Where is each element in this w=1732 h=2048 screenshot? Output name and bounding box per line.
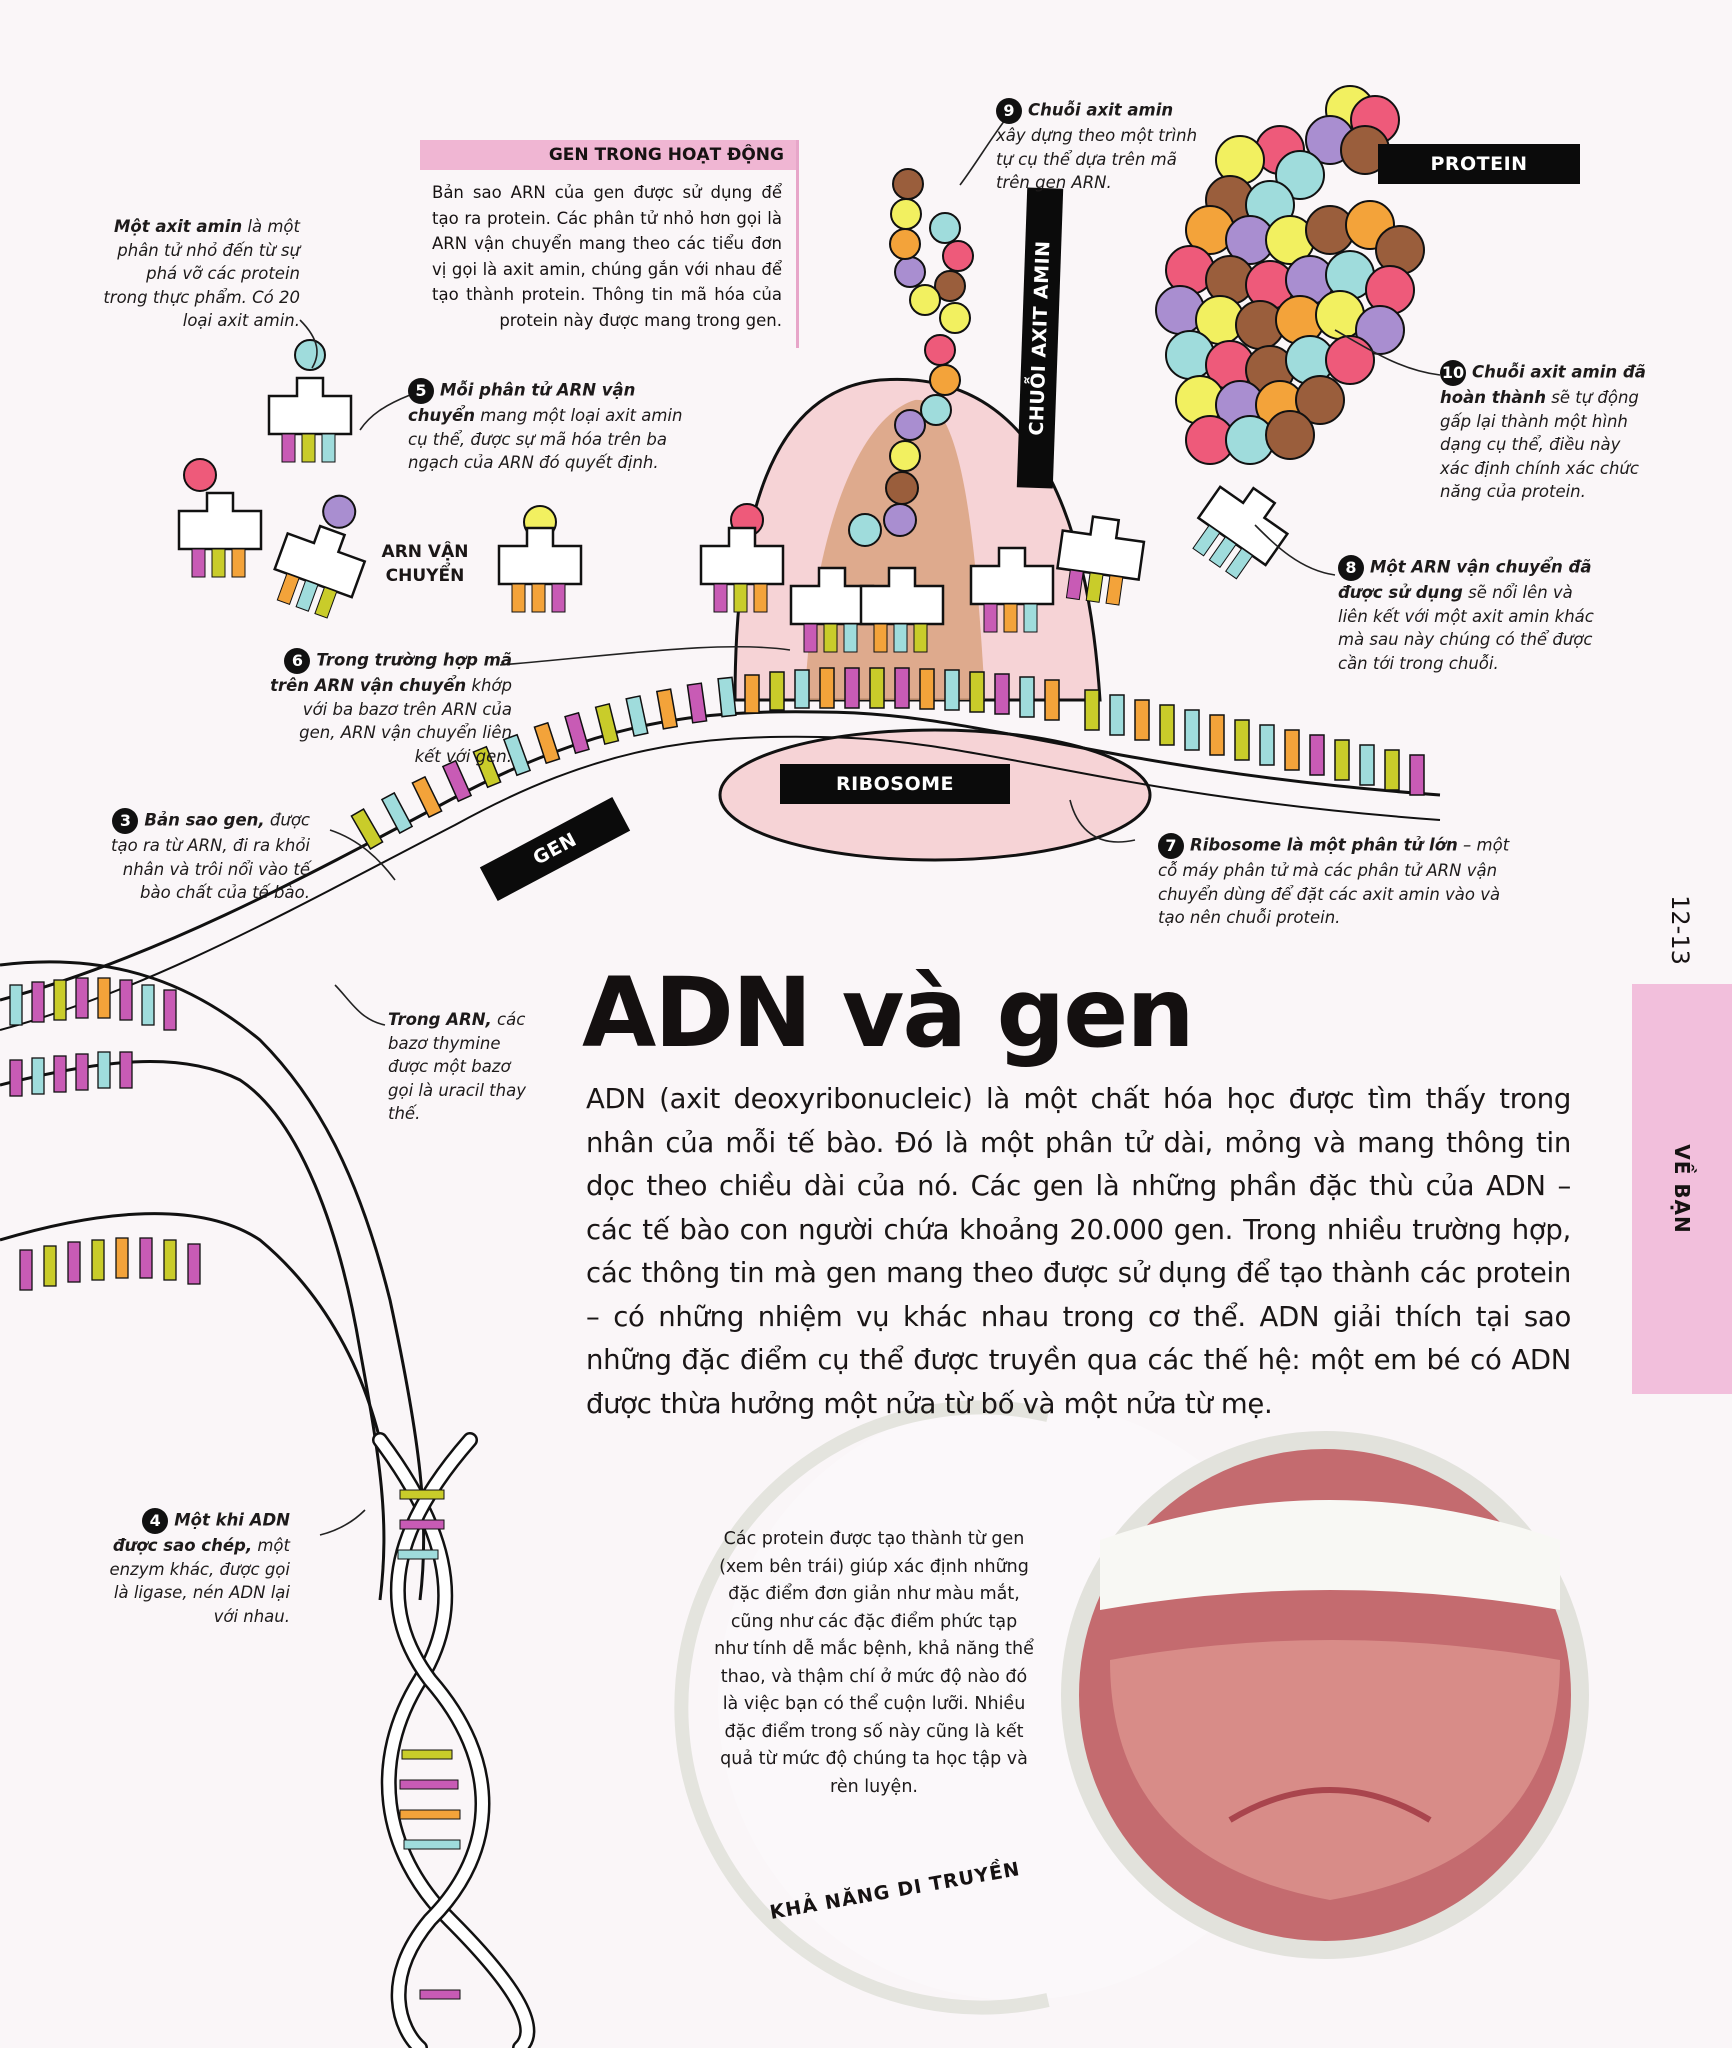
- intro-paragraph: ADN (axit deoxyribonucleic) là một chất …: [586, 1083, 1571, 1420]
- step-3-badge: 3: [112, 808, 139, 834]
- inset-text: Các protein được tạo thành từ gen (xem b…: [714, 1529, 1034, 1797]
- caption-10-bold: Chuỗi axit amin đã hoàn thành: [1440, 362, 1646, 408]
- caption-6-text: khớp với ba bazơ trên ARN của gen, ARN v…: [299, 676, 512, 766]
- trna-bound-1: [789, 566, 875, 653]
- caption-7: 7 Ribosome là một phân tử lớn – một cỗ má…: [1158, 833, 1528, 930]
- trna-label: ARN VẬN CHUYỂN: [370, 540, 480, 588]
- caption-8-text: sẽ nổi lên và liên kết với một axit amin…: [1338, 583, 1594, 673]
- section-tab: VỀ BẠN: [1632, 984, 1732, 1394]
- protein-label: PROTEIN: [1378, 144, 1580, 184]
- trna-bound-2: [859, 566, 945, 653]
- trna-free-4: [497, 505, 583, 613]
- step-5-badge: 5: [408, 378, 434, 404]
- caption-uracil: Trong ARN, các bazơ thymine được một baz…: [388, 1008, 528, 1126]
- info-box-body: Bản sao ARN của gen được sử dụng để tạo …: [432, 183, 782, 330]
- caption-7-text: – một cỗ máy phân tử mà các phân tử ARN …: [1158, 835, 1510, 928]
- trna-recycled: [1192, 470, 1299, 580]
- page-number: 12-13: [1650, 895, 1710, 965]
- caption-9-text: xây dựng theo một trình tự cụ thể dựa tr…: [996, 126, 1198, 192]
- trna-released: [1056, 511, 1148, 606]
- protein-globule: [1155, 85, 1425, 465]
- caption-10-text: sẽ tự động gấp lại thành một hình dạng c…: [1440, 388, 1639, 501]
- section-tab-label: VỀ BẠN: [1670, 1144, 1694, 1234]
- step-9-badge: 9: [996, 98, 1022, 124]
- caption-6-bold: Trong trường hợp mã trên ARN vận chuyển: [270, 650, 512, 696]
- step-6-badge: 6: [284, 648, 311, 674]
- step-4-badge: 4: [142, 1508, 169, 1534]
- trna-label-line1: ARN VẬN: [381, 542, 469, 562]
- trna-label-line2: CHUYỂN: [385, 566, 465, 586]
- page-number-text: 12-13: [1666, 895, 1694, 965]
- step-8-badge: 8: [1338, 555, 1364, 581]
- gene-in-action-box: GEN TRONG HOẠT ĐỘNG Bản sao ARN của gen …: [420, 140, 799, 348]
- mrna-bases: [350, 667, 1425, 850]
- caption-3-text: được tạo ra từ ARN, đi ra khỏi nhân và t…: [111, 810, 310, 903]
- step-10-badge: 10: [1440, 360, 1466, 386]
- amino-acid-chain: [848, 168, 974, 547]
- caption-4-bold: Một khi ADN được sao chép,: [112, 1510, 290, 1556]
- page-title: ADN và gen: [582, 957, 1195, 1069]
- caption-5-text: mang một loại axit amin cụ thể, được sự …: [408, 406, 683, 472]
- trna-free-3: [273, 494, 373, 619]
- caption-4-text: một enzym khác, được gọi là ligase, nén …: [109, 1536, 290, 1626]
- ribosome-label: RIBOSOME: [780, 764, 1010, 804]
- trna-entering: [699, 503, 785, 613]
- caption-amino-text: là một phân tử nhỏ đến từ sự phá vỡ các …: [103, 217, 300, 330]
- leader-lines: [299, 119, 1441, 1536]
- caption-amino-bold: Một axit amin: [113, 217, 243, 236]
- caption-3-bold: Bản sao gen,: [144, 810, 265, 830]
- caption-8-bold: Một ARN vận chuyển đã được sử dụng: [1338, 557, 1592, 603]
- trna-free-1: [267, 339, 353, 463]
- trna-free-2: [177, 458, 263, 578]
- info-box-heading: GEN TRONG HOẠT ĐỘNG: [420, 140, 796, 170]
- dna-strand-upper: [0, 960, 426, 1601]
- trna-leaving: [969, 546, 1055, 633]
- caption-uracil-text: các bazơ thymine được một bazơ gọi là ur…: [388, 1010, 526, 1123]
- caption-7-bold: Ribosome là một phân tử lớn: [1190, 835, 1458, 855]
- caption-amino-acid: Một axit amin là một phân tử nhỏ đến từ …: [100, 215, 300, 333]
- caption-uracil-bold: Trong ARN,: [388, 1010, 492, 1029]
- step-7-badge: 7: [1158, 833, 1184, 859]
- caption-5-bold: Mỗi phân tử ARN vận chuyển: [408, 380, 636, 426]
- caption-9: 9 Chuỗi axit amin xây dựng theo một trình…: [996, 98, 1206, 195]
- caption-9-bold: Chuỗi axit amin: [1028, 100, 1174, 120]
